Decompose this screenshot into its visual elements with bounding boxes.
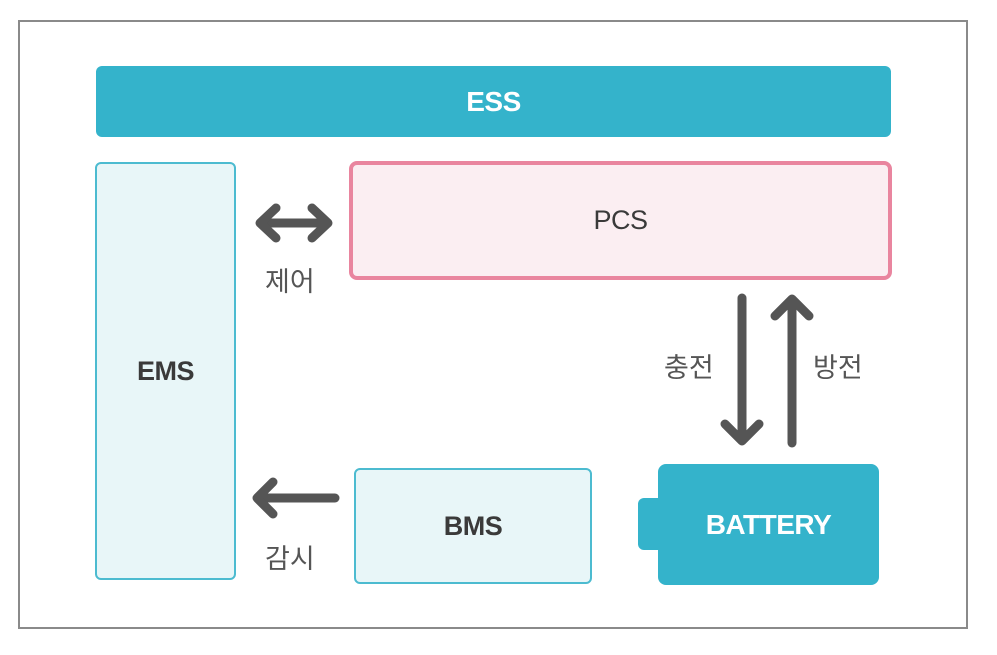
- ems-box: EMS: [95, 162, 236, 580]
- discharge-label: 방전: [813, 353, 863, 383]
- monitor-label: 감시: [265, 544, 315, 574]
- bms-box: BMS: [354, 468, 592, 584]
- ess-label: ESS: [466, 85, 521, 117]
- pcs-box: PCS: [349, 161, 892, 280]
- charge-label: 충전: [664, 353, 714, 383]
- bms-label: BMS: [443, 510, 503, 541]
- pcs-label: PCS: [593, 205, 648, 235]
- control-label: 제어: [265, 267, 315, 297]
- ems-label: EMS: [136, 355, 195, 386]
- battery-box: BATTERY: [658, 464, 879, 585]
- battery-label: BATTERY: [705, 508, 832, 540]
- ess-banner: ESS: [96, 66, 891, 137]
